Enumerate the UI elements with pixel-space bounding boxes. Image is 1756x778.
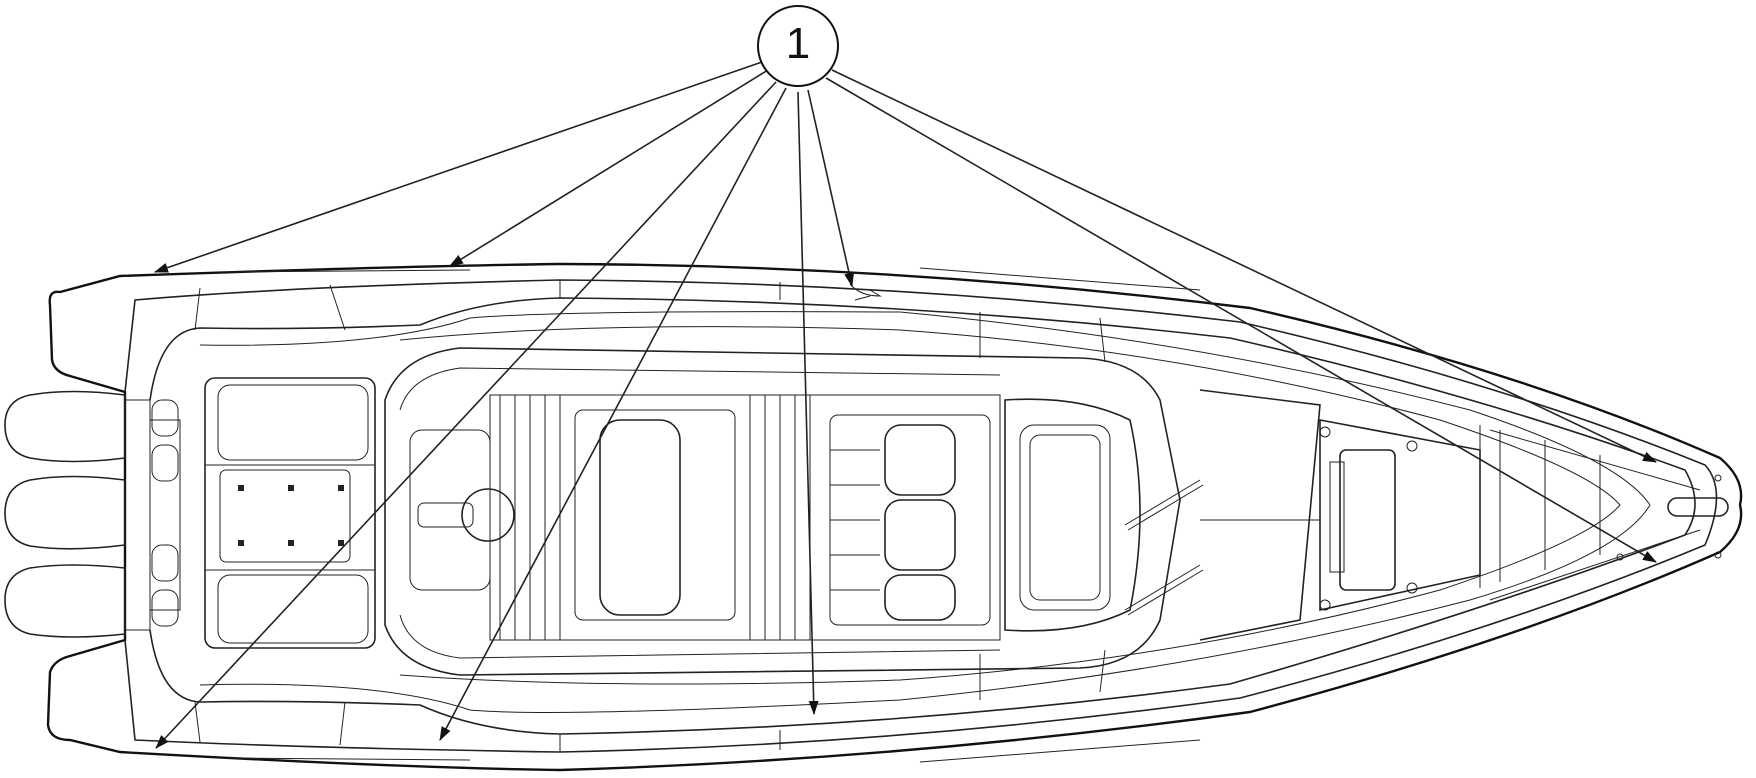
hull-inner-1 — [124, 279, 1718, 753]
arrow-port-mid — [807, 89, 855, 287]
gunwale-line — [199, 311, 1651, 713]
outboard-engines — [4, 390, 181, 638]
engine-2 — [4, 475, 126, 550]
callout-number: 1 — [785, 19, 811, 68]
arrow-stern-port — [154, 61, 763, 273]
arrow-starboard-mid — [797, 91, 819, 715]
callout-arrows — [154, 61, 1657, 749]
hull-inner-2 — [149, 297, 1696, 735]
hull-outer — [46, 262, 1743, 772]
engine-3 — [4, 564, 126, 638]
callout-circle — [757, 5, 839, 87]
arrow-starboard-aft — [439, 87, 787, 741]
arrow-bow-starboard — [825, 77, 1657, 563]
arrow-stern-starboard — [155, 81, 777, 749]
engine-1 — [4, 390, 126, 463]
arrow-port-aft — [449, 69, 769, 267]
hull — [46, 262, 1743, 772]
bow-area — [849, 283, 1729, 641]
stern-deck — [204, 377, 376, 649]
arrow-bow-port — [831, 69, 1657, 463]
cockpit — [384, 347, 1204, 676]
